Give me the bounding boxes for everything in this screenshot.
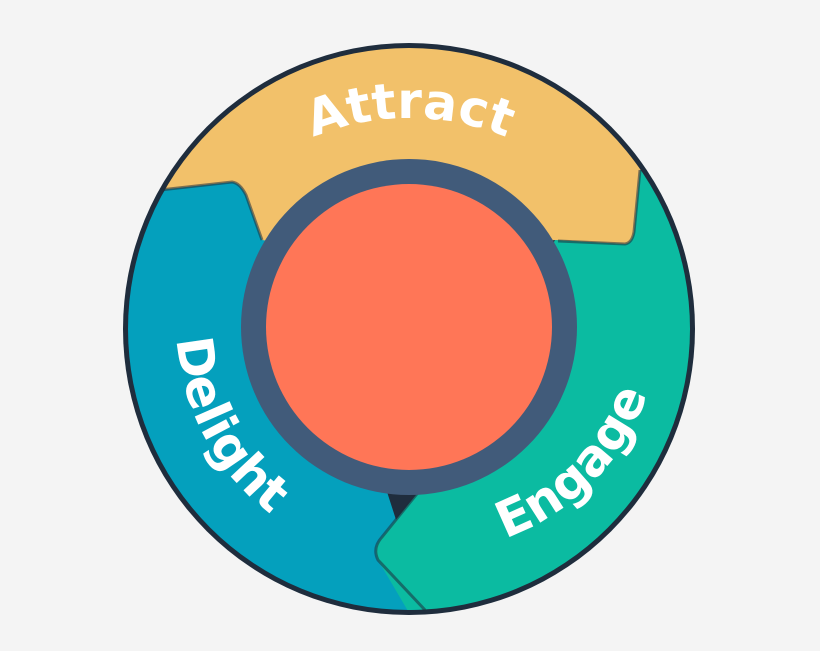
attract-engage-divider — [557, 169, 642, 246]
attract-delight-divider — [159, 180, 264, 241]
center-hub — [266, 184, 552, 470]
engage-delight-divider — [374, 489, 427, 612]
